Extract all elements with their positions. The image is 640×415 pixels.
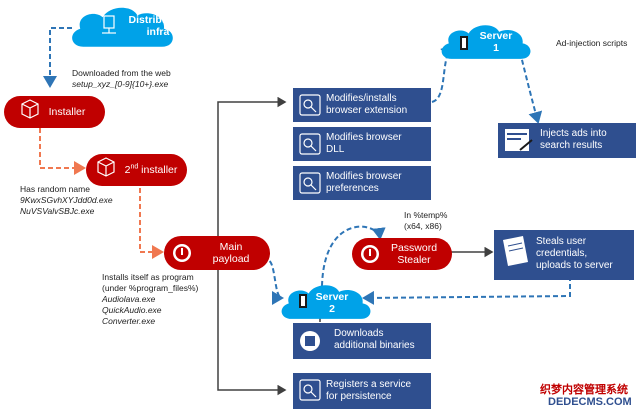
browser-prefs-box [293, 166, 431, 200]
browser-extension-label: Modifies/installs browser extension [326, 93, 408, 116]
ad-scripts-note: Ad-injection scripts [556, 38, 628, 48]
random-name-note: Has random name 9KwxSGvhXYJdd0d.exe NuVS… [20, 184, 113, 216]
register-service-box [293, 373, 431, 409]
arrow-second-to-main [139, 180, 164, 259]
browser-extension-box [293, 88, 431, 122]
steal-creds-label: Steals user credentials, uploads to serv… [536, 236, 613, 271]
installer-label: Installer [48, 106, 86, 118]
server-icon [102, 15, 116, 34]
password-stealer-node [352, 238, 452, 270]
password-stealer-label: Password Stealer [390, 242, 438, 266]
second-installer-label: 2nd installer [124, 163, 178, 177]
browser-dll-label: Modifies browser DLL [326, 132, 402, 155]
cube-icon [21, 99, 115, 177]
server1-cloud-label: Server 1 [479, 30, 513, 54]
installer-node [4, 96, 105, 128]
bomb-icon [173, 244, 379, 263]
trunk-line [217, 96, 287, 252]
door-icon-server1 [460, 36, 468, 50]
trunk-down [217, 262, 287, 396]
browser-dll-box [293, 127, 431, 161]
main-payload-label: Main payload [212, 241, 250, 265]
inject-ads-label: Injects ads into search results [540, 128, 607, 151]
server2-cloud-label: Server 2 [315, 291, 349, 315]
installs-program-note: Installs itself as program (under %progr… [102, 272, 199, 326]
box-download-icon [300, 331, 320, 351]
settings-magnifier-icon [299, 94, 321, 401]
browser-prefs-label: Modifies browser preferences [326, 171, 402, 194]
main-payload-node [164, 236, 270, 270]
browser-window-icon [505, 129, 533, 151]
door-icon-server2 [299, 294, 307, 308]
arrow-server1-to-inject [519, 51, 543, 124]
arrow-distribution-to-installer [43, 27, 72, 88]
temp-note: In %temp% (x64, x86) [404, 210, 448, 231]
arrow-main-to-server2 [262, 259, 284, 305]
downloaded-note: Downloaded from the web setup_xyz_[0-9]{… [72, 68, 171, 89]
paper-hand-icon [503, 236, 528, 266]
register-service-label: Registers a service for persistence [326, 379, 412, 402]
download-binaries-label: Downloads additional binaries [334, 328, 415, 351]
distribution-cloud-label: Distribution infra [128, 14, 188, 38]
watermark-cn: 织梦内容管理系统 [540, 384, 628, 396]
second-installer-node [86, 154, 187, 186]
arrow-server2-to-stealer [321, 225, 386, 287]
arrow-steal-to-server2 [362, 276, 571, 305]
watermark-en: DEDECMS.COM [548, 396, 632, 408]
arrow-installer-to-second [39, 128, 86, 175]
